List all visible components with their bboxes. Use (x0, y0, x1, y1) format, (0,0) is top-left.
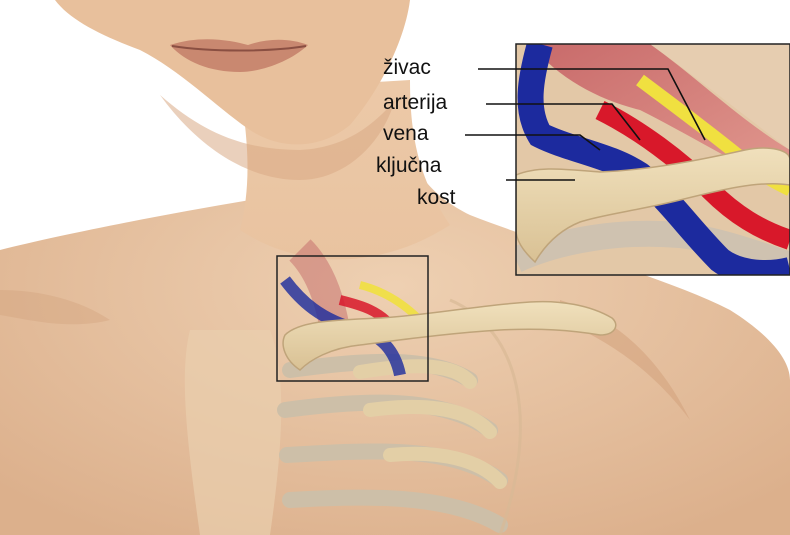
label-vein: vena (383, 122, 429, 146)
label-nerve: živac (383, 56, 431, 80)
label-clavicle-line2: kost (417, 186, 456, 210)
label-artery: arterija (383, 91, 447, 115)
inset-zoom-panel (516, 44, 790, 275)
sternum (185, 330, 281, 535)
label-clavicle-line1: ključna (376, 154, 441, 178)
